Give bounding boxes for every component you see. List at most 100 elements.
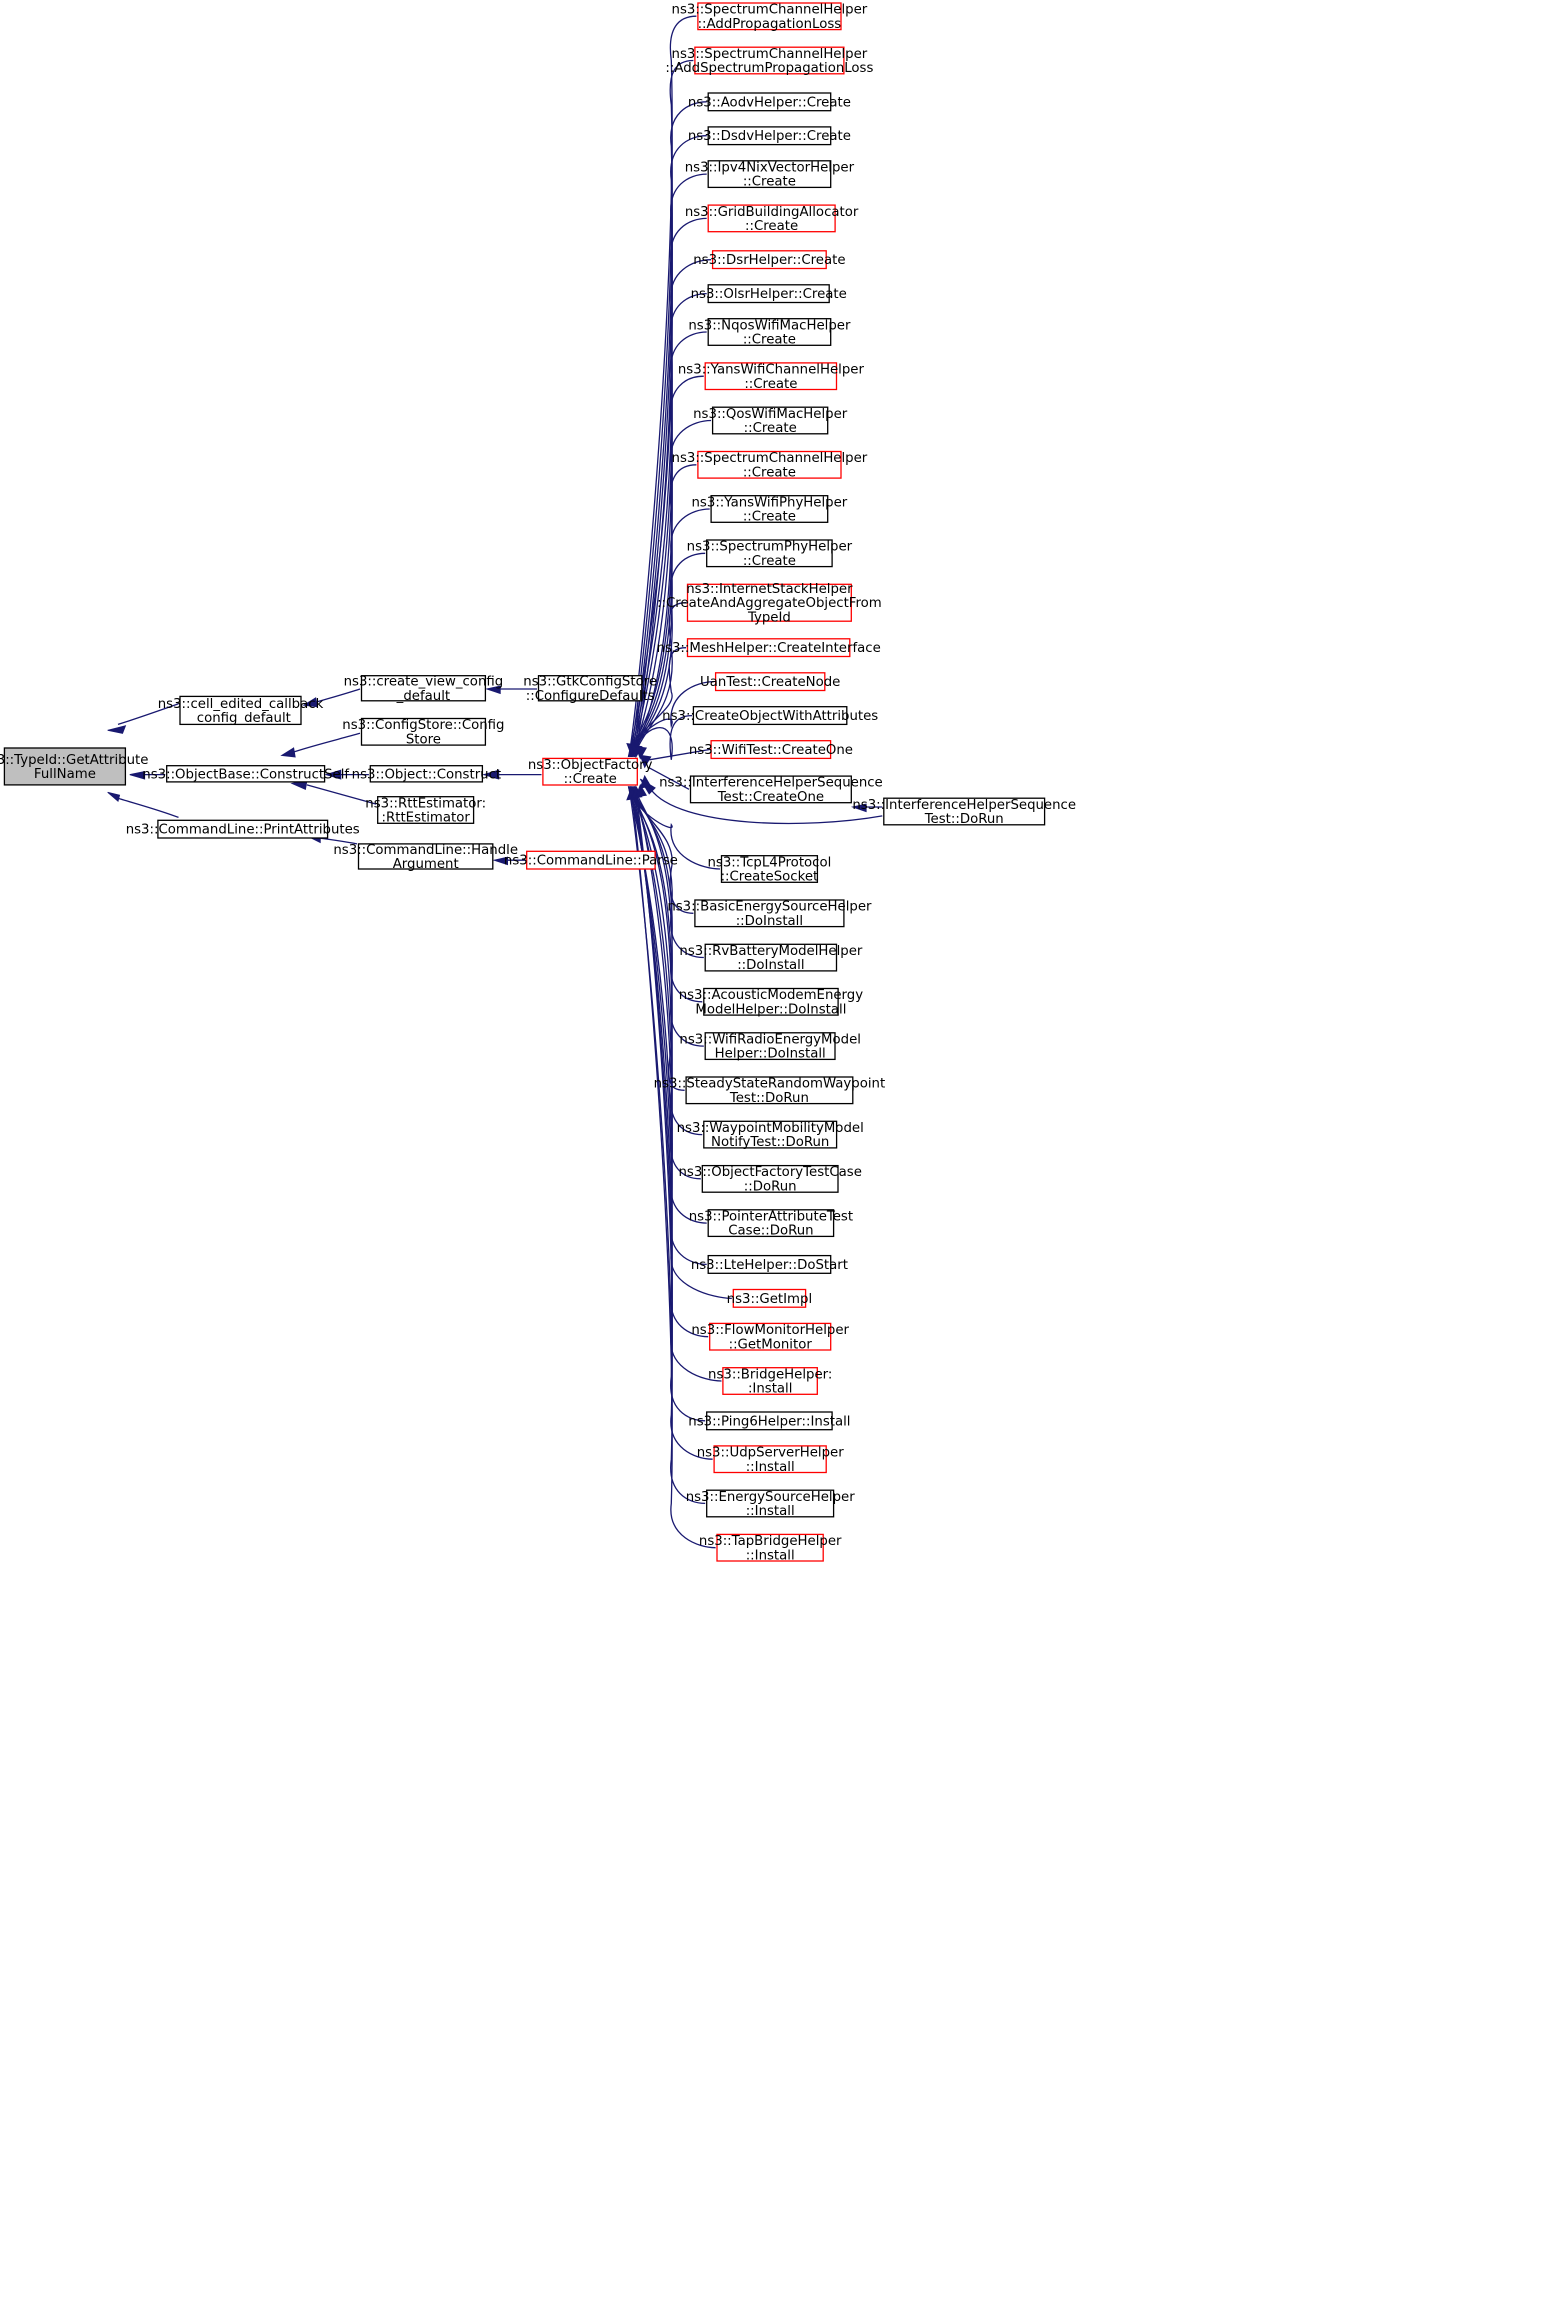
call-edge [627, 786, 706, 1505]
node-r27[interactable]: ns3::ObjectFactoryTestCase::DoRun [679, 1164, 862, 1194]
node-label: ns3::LteHelper::DoStart [691, 1258, 848, 1273]
node-r24[interactable]: ns3::WifiRadioEnergyModelHelper::DoInsta… [679, 1032, 861, 1062]
node-r9[interactable]: ns3::YansWifiChannelHelper::Create [678, 362, 865, 392]
node-r17[interactable]: ns3::CreateObjectWithAttributes [662, 706, 878, 726]
node-config_store[interactable]: ns3::ConfigStore::ConfigStore [342, 717, 505, 747]
call-edge [649, 748, 710, 761]
call-edge [630, 786, 704, 959]
node-of_create[interactable]: ns3::ObjectFactory::Create [528, 757, 653, 787]
node-box [686, 583, 852, 622]
edge-arrowhead [482, 769, 500, 780]
node-r33[interactable]: ns3::Ping6Helper::Install [688, 1411, 851, 1431]
node-box [707, 318, 832, 346]
node-label: Test::DoRun [729, 1091, 809, 1106]
call-edge [306, 784, 377, 805]
node-r21[interactable]: ns3::BasicEnergySourceHelper::DoInstall [667, 899, 872, 929]
node-construct_self[interactable]: ns3::ObjectBase::ConstructSelf [142, 765, 349, 783]
node-r30[interactable]: ns3::GetImpl [727, 1288, 812, 1308]
node-ihs_dorun[interactable]: ns3::InterferenceHelperSequenceTest::DoR… [852, 797, 1076, 827]
node-r31[interactable]: ns3::FlowMonitorHelper::GetMonitor [691, 1322, 850, 1352]
call-edge [630, 292, 707, 758]
node-label: ns3::cell_edited_callback [158, 697, 324, 712]
node-obj_construct[interactable]: ns3::Object::Construct [352, 765, 501, 783]
node-box [704, 1032, 836, 1061]
node-r15[interactable]: ns3::MeshHelper::CreateInterface [657, 638, 881, 658]
node-label: ns3::SteadyStateRandomWaypoint [654, 1077, 886, 1092]
node-r2[interactable]: ns3::AodvHelper::Create [688, 92, 851, 112]
node-label: Test::CreateOne [717, 790, 824, 805]
call-edge [629, 259, 712, 758]
node-label: TypeId [747, 610, 791, 625]
node-r13[interactable]: ns3::SpectrumPhyHelper::Create [687, 539, 853, 569]
call-edge [117, 797, 179, 819]
node-r6[interactable]: ns3::DsrHelper::Create [693, 250, 846, 270]
node-r18[interactable]: ns3::WifiTest::CreateOne [689, 740, 853, 760]
node-box [703, 1120, 838, 1149]
node-label: ::Create [743, 465, 796, 480]
node-box [692, 706, 848, 726]
node-label: FullName [34, 767, 96, 782]
call-graph-edges [107, 15, 883, 1549]
edge-arrowhead [129, 770, 146, 780]
call-edge [632, 786, 703, 1003]
node-box [360, 717, 487, 746]
node-box [701, 1164, 839, 1193]
node-r34[interactable]: ns3::UdpServerHelper::Install [697, 1445, 844, 1475]
node-r25[interactable]: ns3::SteadyStateRandomWaypointTest::DoRu… [654, 1076, 886, 1106]
node-cell[interactable]: ns3::cell_edited_callback_config_default [158, 695, 324, 726]
node-r7[interactable]: ns3::OlsrHelper::Create [691, 284, 847, 304]
node-label: ModelHelper::DoInstall [695, 1002, 846, 1017]
node-print_attr[interactable]: ns3::CommandLine::PrintAttributes [126, 819, 360, 839]
node-r11[interactable]: ns3::SpectrumChannelHelper::Create [672, 450, 868, 480]
node-rtt[interactable]: ns3::RttEstimator::RttEstimator [365, 796, 486, 826]
node-label: _default [396, 689, 450, 704]
node-box [709, 1322, 832, 1351]
node-label: ns3::SpectrumChannelHelper [672, 451, 868, 466]
node-label: ::Install [746, 1460, 795, 1475]
node-r20[interactable]: ns3::TcpL4Protocol::CreateSocket [707, 855, 831, 885]
node-label: ns3::YansWifiChannelHelper [678, 363, 865, 378]
node-cl_parse[interactable]: ns3::CommandLine::Parse [504, 850, 678, 870]
node-r26[interactable]: ns3::WaypointMobilityModelNotifyTest::Do… [677, 1120, 864, 1150]
node-r14[interactable]: ns3::InternetStackHelper::CreateAndAggre… [657, 582, 882, 625]
node-r35[interactable]: ns3::EnergySourceHelper::Install [686, 1489, 855, 1519]
node-label: ns3::TypeId::GetAttribute [0, 753, 148, 768]
node-label: ns3::SpectrumPhyHelper [687, 540, 853, 555]
node-box [711, 406, 829, 435]
node-r5[interactable]: ns3::GridBuildingAllocator::Create [685, 204, 859, 234]
node-r3[interactable]: ns3::DsdvHelper::Create [688, 126, 851, 146]
node-r36[interactable]: ns3::TapBridgeHelper::Install [699, 1533, 842, 1563]
node-label: ns3::UdpServerHelper [697, 1446, 844, 1461]
node-label: ns3::CommandLine::Parse [504, 854, 678, 869]
node-label: ns3::CommandLine::Handle [333, 843, 518, 858]
node-r22[interactable]: ns3::RvBatteryModelHelper::DoInstall [679, 943, 863, 973]
node-box [694, 46, 845, 75]
node-r8[interactable]: ns3::NqosWifiMacHelper::Create [688, 318, 851, 348]
node-label: ns3::BasicEnergySourceHelper [667, 900, 872, 915]
node-box [707, 1209, 835, 1238]
node-label: ns3::Object::Construct [352, 767, 501, 782]
node-r0[interactable]: ns3::SpectrumChannelHelper::AddPropagati… [672, 2, 868, 32]
edge-arrowhead [280, 747, 296, 758]
node-r16[interactable]: UanTest::CreateNode [700, 672, 840, 692]
node-create_view[interactable]: ns3::create_view_config_default [344, 675, 504, 704]
node-label: ::Create [743, 554, 796, 569]
node-label: ::AddPropagationLoss [698, 17, 842, 32]
node-r19[interactable]: ns3::InterferenceHelperSequenceTest::Cre… [659, 775, 883, 805]
node-r10[interactable]: ns3::QosWifiMacHelper::Create [693, 406, 848, 436]
node-label: ns3::ConfigStore::Config [342, 718, 504, 733]
node-r32[interactable]: ns3::BridgeHelper::Install [708, 1367, 832, 1397]
node-r29[interactable]: ns3::LteHelper::DoStart [691, 1254, 848, 1274]
node-r12[interactable]: ns3::YansWifiPhyHelper::Create [692, 495, 848, 525]
node-box [697, 2, 842, 31]
node-box [732, 1288, 807, 1308]
node-gtk[interactable]: ns3::GtkConfigStore::ConfigureDefaults [523, 675, 657, 704]
node-r1[interactable]: ns3::SpectrumChannelHelper::AddSpectrumP… [665, 46, 873, 76]
node-label: Test::DoRun [924, 812, 1004, 827]
node-r4[interactable]: ns3::Ipv4NixVectorHelper::Create [685, 160, 855, 190]
node-r23[interactable]: ns3::AcousticModemEnergyModelHelper::DoI… [679, 987, 864, 1017]
